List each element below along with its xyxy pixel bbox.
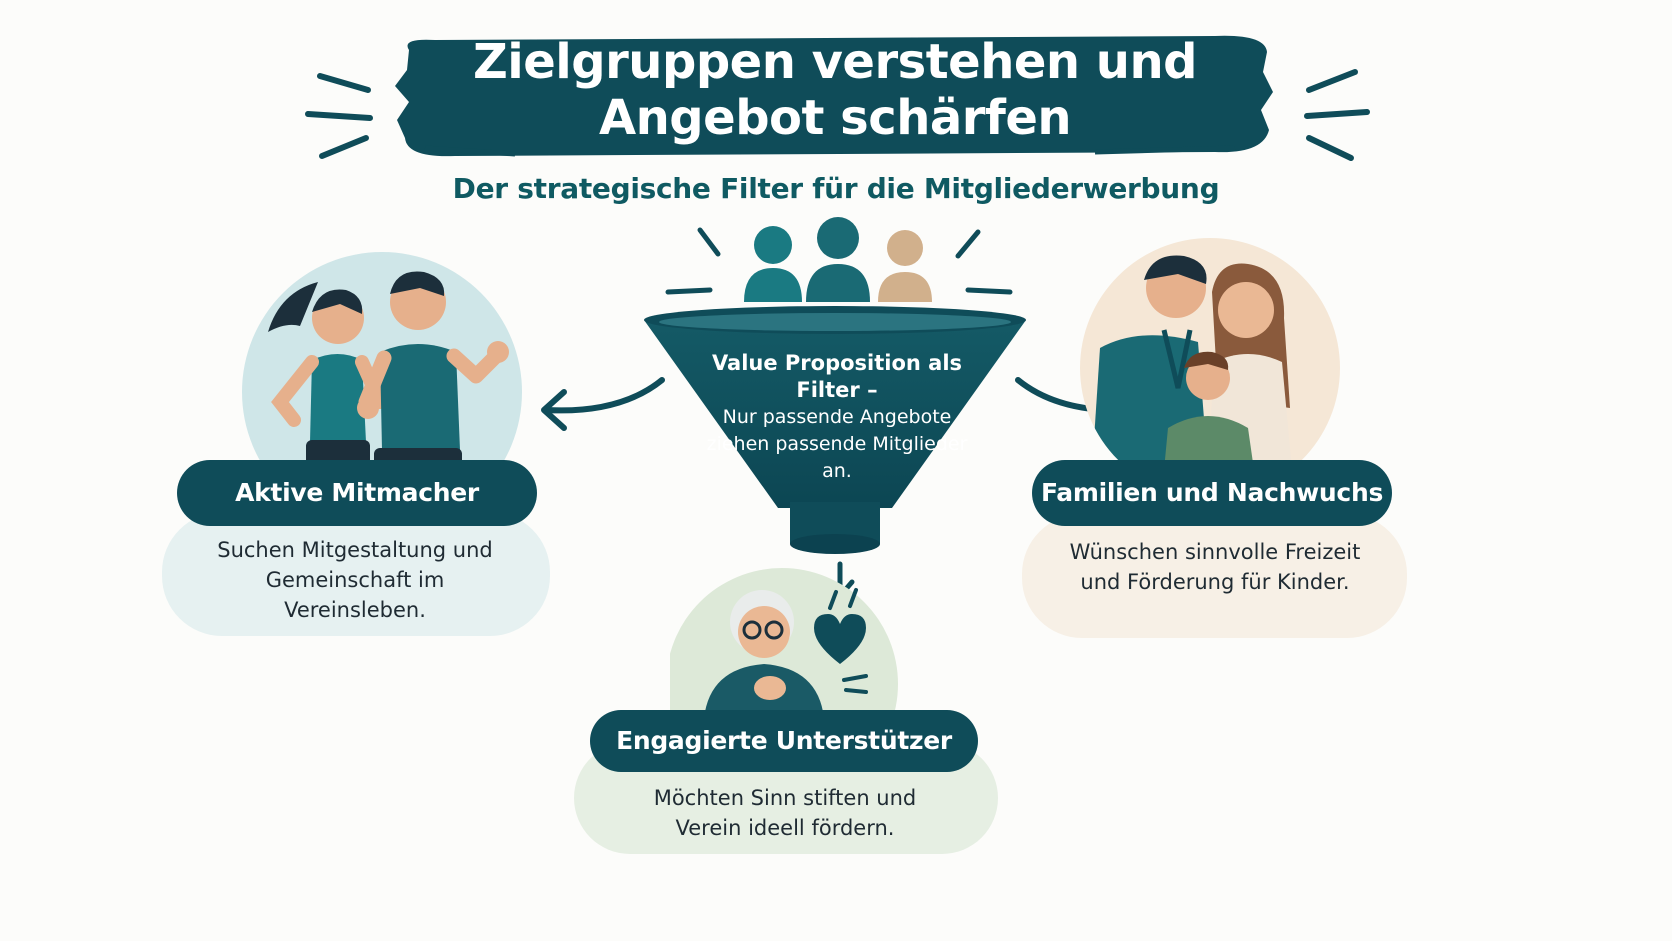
supporter-illustration bbox=[670, 568, 898, 718]
group-title-familien-nachwuchs: Familien und Nachwuchs bbox=[1032, 460, 1392, 526]
subtitle: Der strategische Filter für die Mitglied… bbox=[452, 172, 1220, 205]
title-banner bbox=[395, 35, 1273, 157]
burst-right-icon bbox=[1304, 69, 1370, 161]
family-illustration bbox=[1080, 238, 1340, 470]
active-people-illustration bbox=[242, 252, 522, 512]
funnel-text: Value Proposition als Filter – Nur passe… bbox=[702, 350, 972, 485]
group-desc-engagierte-unterstuetzer: Möchten Sinn stiften und Verein ideell f… bbox=[653, 786, 917, 840]
group-desc-familien-nachwuchs: Wünschen sinnvolle Freizeit und Förderun… bbox=[1069, 540, 1361, 594]
funnel-body: Nur passende Angebote ziehen passende Mi… bbox=[706, 406, 968, 482]
page-title: Zielgruppen verstehen und Angebot schärf… bbox=[395, 34, 1275, 146]
funnel-heading: Value Proposition als Filter – bbox=[711, 351, 963, 402]
group-title-aktive-mitmacher: Aktive Mitmacher bbox=[177, 460, 537, 526]
funnel-icon bbox=[644, 306, 1026, 554]
arrow-left-icon bbox=[541, 377, 665, 431]
card-familien-nachwuchs bbox=[1022, 514, 1407, 638]
heart-icon bbox=[814, 588, 868, 694]
title-line-2: Angebot schärfen bbox=[598, 90, 1072, 146]
burst-left-icon bbox=[305, 73, 373, 159]
group-title-engagierte-unterstuetzer: Engagierte Unterstützer bbox=[590, 710, 978, 772]
group-desc-aktive-mitmacher: Suchen Mitgestaltung und Gemeinschaft im… bbox=[217, 538, 493, 622]
title-line-1: Zielgruppen verstehen und bbox=[472, 34, 1198, 90]
card-aktive-mitmacher bbox=[162, 512, 550, 636]
people-group-icon bbox=[665, 217, 1013, 302]
